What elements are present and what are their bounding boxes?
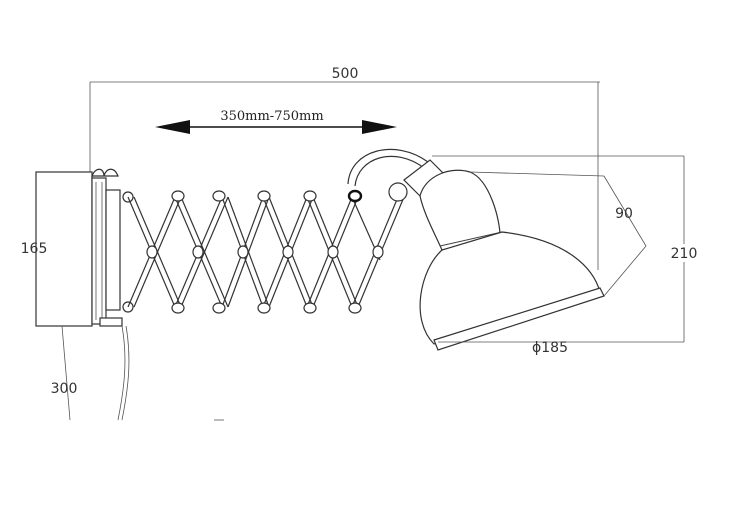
extension-range-label: 350mm-750mm [220, 109, 323, 124]
base-height-label: 165 [21, 241, 48, 257]
shade-depth-label: 90 [615, 206, 633, 222]
total-height-label: 210 [671, 246, 698, 262]
shade-diameter-label: ϕ185 [532, 340, 568, 356]
cord-length-label: 300 [51, 381, 78, 397]
shade-dimensions: 90 210 ϕ185 [432, 155, 702, 356]
left-arrowhead-icon [155, 120, 190, 134]
extension-range-dimension: 350mm-750mm [155, 106, 397, 134]
power-cord: 300 [51, 325, 224, 421]
wall-base: 165 [21, 168, 134, 327]
right-arrowhead-icon [362, 120, 397, 134]
overall-width-label: 500 [332, 66, 359, 82]
scissor-arm [127, 182, 408, 314]
lamp-shade [419, 169, 605, 351]
